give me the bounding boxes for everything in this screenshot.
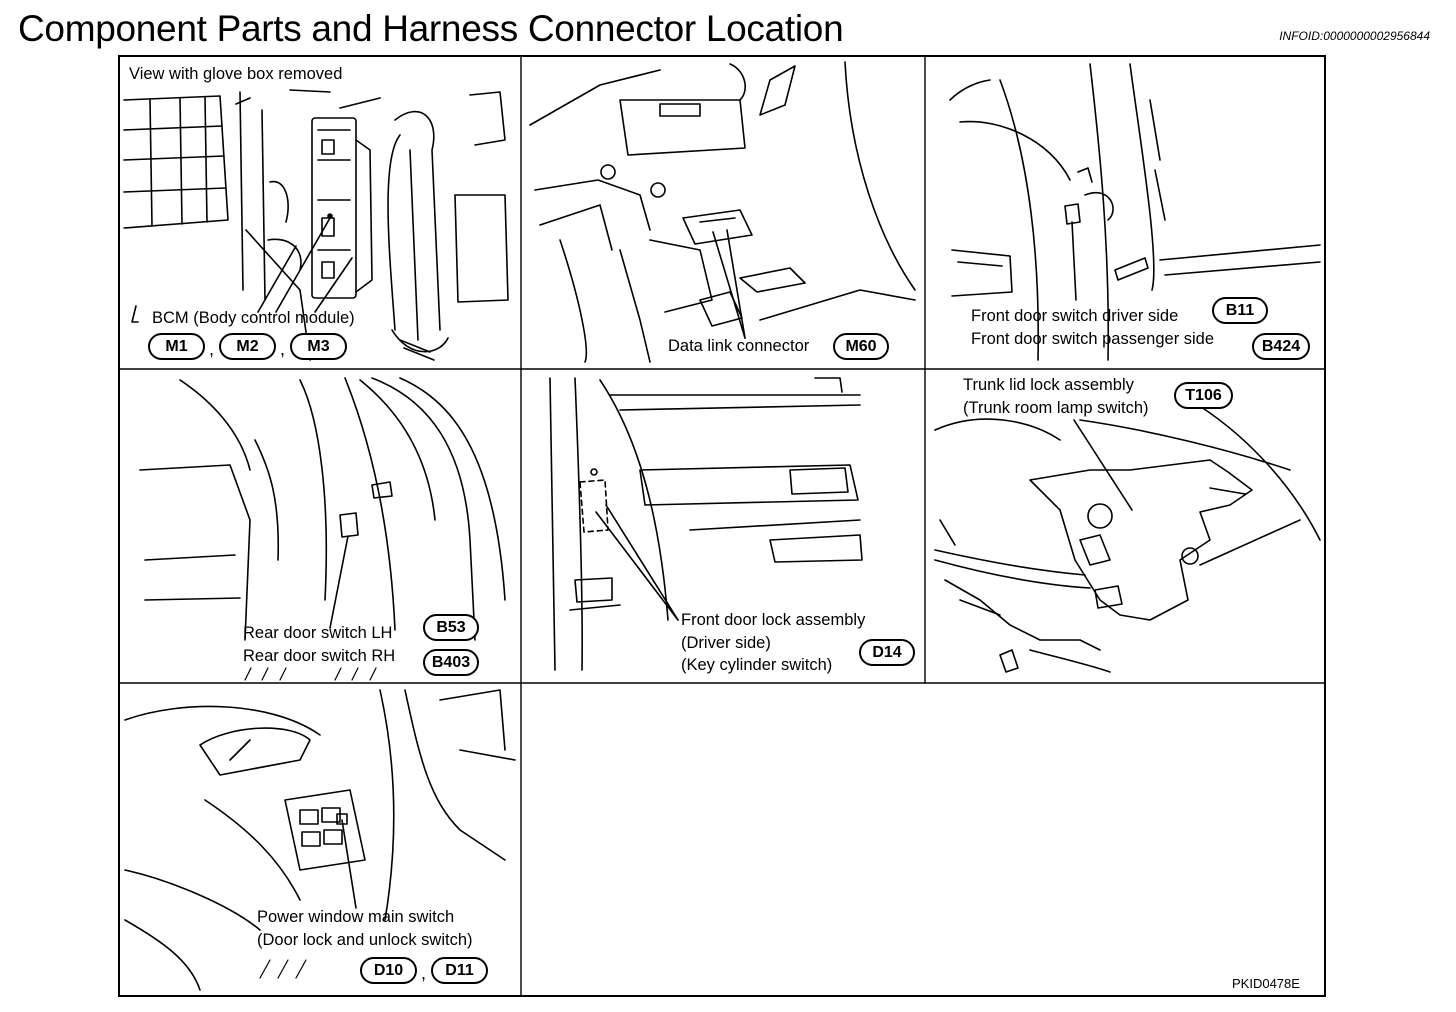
connector-b403: B403 [423,649,479,676]
hatch-marks [244,667,377,979]
connector-m2: M2 [219,333,276,360]
power-window-label-2: (Door lock and unlock switch) [257,931,473,949]
bcm-label: BCM (Body control module) [152,309,355,327]
front-door-lock-label-1: Front door lock assembly [681,611,866,629]
front-door-lock-label-3: (Key cylinder switch) [681,656,833,674]
rear-door-switch-rh-label: Rear door switch RH [243,647,396,665]
connector-d11: D11 [431,957,488,984]
connector-d14: D14 [859,639,915,666]
front-door-switch-passenger-label: Front door switch passenger side [971,330,1215,348]
panel-grid [119,56,1325,996]
bcm-illustration [123,89,509,361]
info-id: INFOID:0000000002956844 [1279,29,1430,43]
front-door-lock-label-2: (Driver side) [681,634,771,652]
trunk-lid-lock-illustration [934,399,1321,673]
power-window-switch-illustration [124,689,516,991]
connector-m1: M1 [148,333,205,360]
connector-b424: B424 [1252,333,1310,360]
bcm-view-note: View with glove box removed [129,65,343,83]
figure-code: PKID0478E [1232,976,1300,991]
front-door-lock-illustration [549,377,863,671]
rear-door-switch-lh-label: Rear door switch LH [243,624,393,642]
dlc-label: Data link connector [668,337,810,355]
connector-separator: , [280,339,286,359]
connector-m60: M60 [833,333,889,360]
connector-b53: B53 [423,614,479,641]
connector-b11: B11 [1212,297,1268,324]
trunk-lid-label-2: (Trunk room lamp switch) [963,399,1149,417]
rear-door-switch-illustration [139,377,506,641]
connector-m3: M3 [290,333,347,360]
connector-separator: , [209,339,215,359]
page-title: Component Parts and Harness Connector Lo… [18,8,844,49]
power-window-label-1: Power window main switch [257,908,455,926]
trunk-lid-label-1: Trunk lid lock assembly [963,376,1134,394]
connector-t106: T106 [1174,382,1233,409]
front-door-switch-illustration [949,63,1321,361]
dlc-illustration [529,61,916,363]
figure-frame [118,55,1326,997]
connector-d10: D10 [360,957,417,984]
front-door-switch-driver-label: Front door switch driver side [971,307,1179,325]
connector-separator: , [421,963,427,983]
